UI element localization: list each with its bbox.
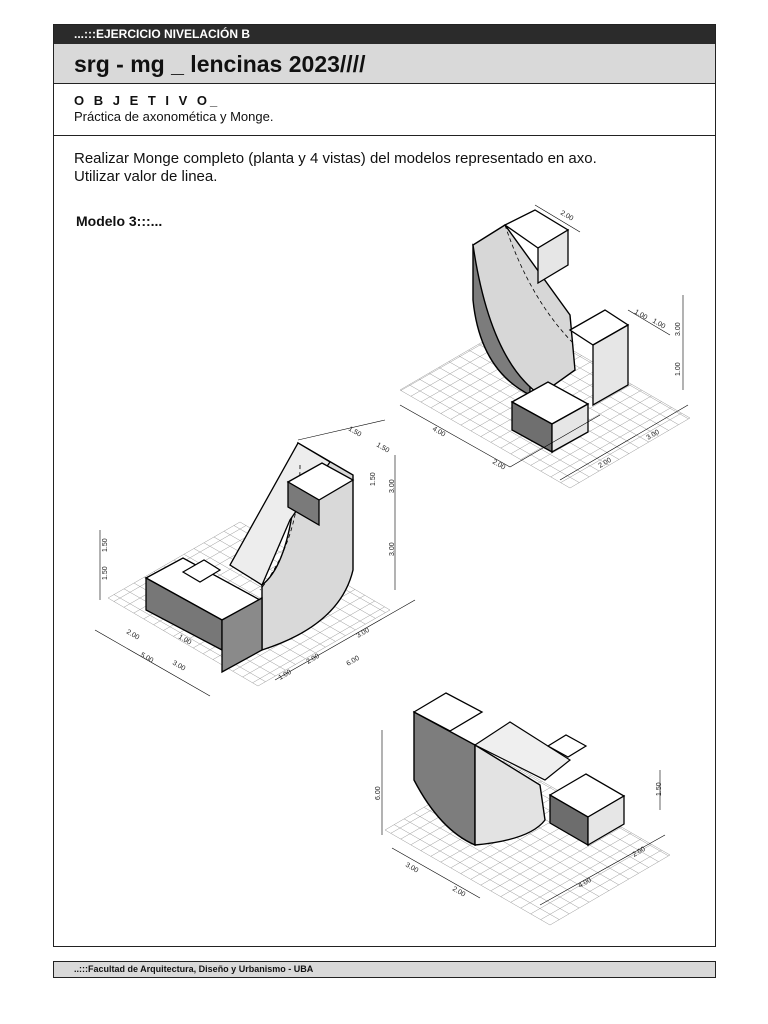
- instructions: Realizar Monge completo (planta y 4 vist…: [74, 150, 597, 186]
- page-title: srg - mg _ lencinas 2023////: [54, 44, 715, 84]
- step-side: [592, 323, 629, 407]
- objective-heading: O B J E T I V O_: [74, 93, 221, 108]
- instructions-line-1: Realizar Monge completo (planta y 4 vist…: [74, 150, 597, 167]
- dim-left-2: 1.50: [375, 442, 390, 455]
- dim-top-4: 3.00: [675, 322, 682, 336]
- dim-bottom-1: 6.00: [375, 786, 382, 800]
- instructions-line-2: Utilizar valor de linea.: [74, 168, 218, 185]
- dim-bottom-4: 2.00: [451, 886, 466, 899]
- ramp-face: [473, 721, 572, 781]
- dim-top-7: 2.00: [491, 459, 506, 472]
- dim-left-6: 3.00: [389, 542, 396, 556]
- dim-bottom-2: 1.50: [656, 782, 663, 796]
- dim-left-8: 2.00: [125, 629, 140, 642]
- dim-left-3: 1.50: [370, 472, 377, 486]
- tall-light-face: [474, 743, 546, 846]
- dim-left-4: 1.50: [102, 538, 109, 552]
- dim-left-14: 3.00: [171, 660, 186, 673]
- dim-left-7: 1.50: [102, 566, 109, 580]
- dim-top-6: 4.00: [431, 426, 446, 439]
- model-label: Modelo 3:::...: [76, 213, 163, 229]
- front-cube-right-b: [587, 794, 625, 847]
- base-right: [221, 596, 263, 674]
- small-cube-top: [181, 559, 222, 583]
- dim-left-1: 1.50: [347, 426, 362, 439]
- dim-top-5: 1.00: [675, 362, 682, 376]
- cube-side: [537, 228, 569, 285]
- dim-left-5: 3.00: [389, 479, 396, 493]
- worksheet-frame: ...:::EJERCICIO NIVELACIÓN B srg - mg _ …: [53, 24, 716, 947]
- dim-top-3: 1.00: [651, 318, 666, 331]
- curved-face-light: [472, 224, 576, 396]
- model-view-bottom: 6.00 1.50 3.00 2.00 2.00 4.00: [375, 692, 671, 926]
- exercise-bar: ...:::EJERCICIO NIVELACIÓN B: [54, 25, 715, 44]
- hidden-edge: [504, 224, 576, 346]
- dim-top-2: 1.00: [633, 309, 648, 322]
- top-cube-top: [412, 692, 484, 732]
- small-cube-top-b: [546, 734, 588, 758]
- objective-section: O B J E T I V O_ Práctica de axonomética…: [54, 84, 715, 136]
- model-view-left: 1.50 1.50 1.50 1.50 3.00 3.00 1.50 2.00 …: [94, 419, 416, 697]
- dim-bottom-3: 3.00: [404, 862, 419, 875]
- footer-bar: ..:::Facultad de Arquitectura, Diseño y …: [53, 961, 716, 978]
- dim-left-15: 6.00: [346, 655, 361, 668]
- model-view-top: 2.00 1.00 1.00 3.00 1.00 4.00 2.00 2.00 …: [399, 204, 691, 489]
- notch-dark: [287, 480, 320, 527]
- objective-text: Práctica de axonomética y Monge.: [74, 109, 274, 124]
